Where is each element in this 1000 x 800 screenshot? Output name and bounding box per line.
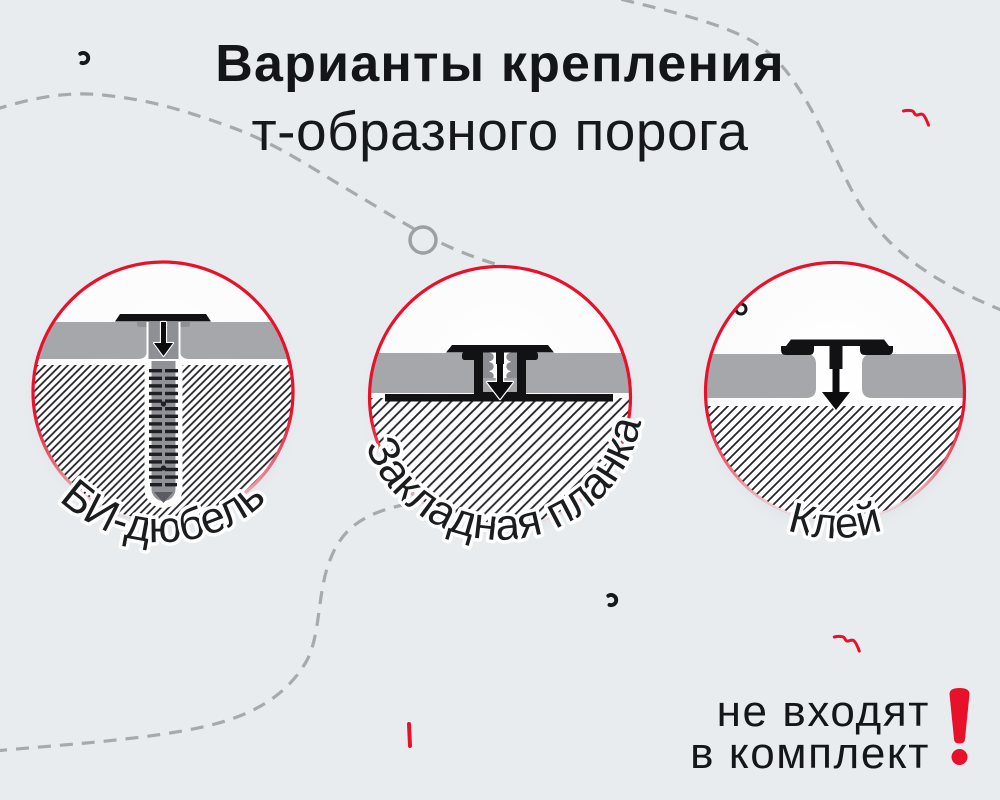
down-arrow [485, 360, 515, 401]
apostrophe-middle [606, 593, 619, 608]
footer-note: не входят в комплект [690, 687, 970, 778]
floor-panels [706, 354, 964, 398]
title-line-2: т-образного порога [251, 100, 748, 162]
option-circle-bi-dowel: БИ-дюбель [31, 260, 295, 556]
circle-ring [367, 264, 633, 530]
footer-line-2: в комплект [690, 729, 930, 778]
red-squiggle-top-right [902, 108, 930, 127]
circle-ring [703, 260, 967, 524]
profile-top-bar [786, 339, 889, 346]
decor-apostrophes [78, 51, 619, 608]
down-arrow [820, 364, 852, 412]
dowel [144, 352, 183, 508]
decor-gray-ring [408, 225, 438, 255]
floor-panels [34, 322, 292, 359]
glue-blobs [781, 346, 893, 355]
decor-dashed-curves [0, 0, 1000, 753]
apostrophe-top-left [78, 51, 91, 66]
footer-line-1: не входят [717, 687, 930, 736]
exclamation-mark [949, 688, 970, 765]
floor-panels [370, 353, 630, 393]
title-line-1: Варианты крепления [215, 35, 785, 93]
profile-top-bar [446, 345, 554, 353]
circle-ring [31, 260, 295, 524]
dashed-curve-top-right [617, 0, 1000, 312]
dashed-curve-bottom-left [0, 501, 413, 753]
decor-red-marks [407, 108, 930, 748]
profile-top-bar [115, 314, 211, 322]
dashed-curve-top-left [0, 92, 532, 274]
profile-stem [829, 345, 843, 369]
down-arrow [152, 320, 175, 358]
red-squiggle-bottom-right [832, 634, 861, 653]
red-tick [407, 722, 412, 748]
title: Варианты крепления т-образного порога [215, 35, 785, 162]
dowel-tip [154, 492, 173, 503]
circle-label-glue: Клей [784, 494, 886, 549]
